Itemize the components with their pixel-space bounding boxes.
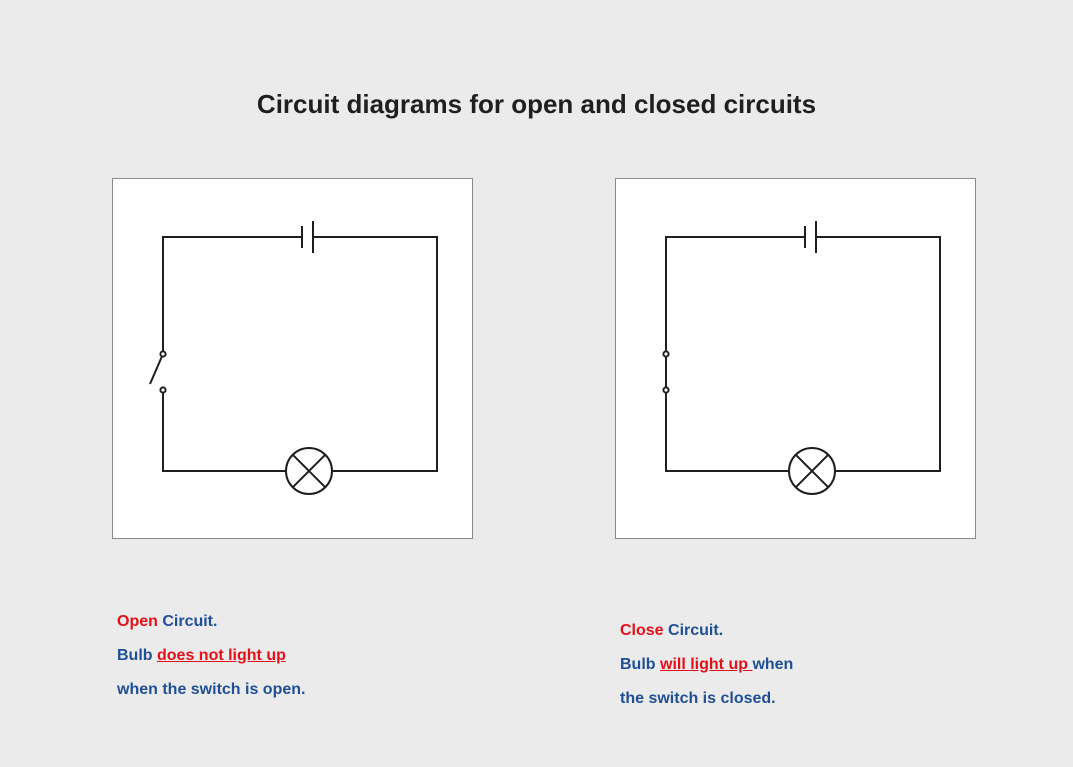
caption-state-word: Open — [117, 613, 158, 630]
wire-top-left — [162, 236, 302, 354]
wire-top-left — [665, 236, 805, 354]
caption-line-2: Bulb will light up when — [620, 656, 793, 690]
bulb-symbol — [788, 447, 836, 495]
caption-line-3: the switch is closed. — [620, 690, 776, 707]
closed-circuit-diagram-panel — [615, 178, 976, 539]
page-title: Circuit diagrams for open and closed cir… — [256, 89, 817, 119]
caption-line-1: Close Circuit. — [620, 622, 793, 656]
caption-bulb-word: Bulb — [620, 656, 660, 673]
open-circuit-caption: Open Circuit. Bulb does not light up whe… — [117, 613, 305, 715]
bulb-symbol — [285, 447, 333, 495]
caption-line-3: when the switch is open. — [117, 681, 306, 698]
caption-line-1: Open Circuit. — [117, 613, 305, 647]
closed-switch-symbol — [662, 350, 670, 394]
caption-circuit-word: Circuit. — [157, 613, 218, 630]
closed-circuit-diagram — [662, 221, 941, 495]
caption-bulb-after: when — [752, 656, 794, 673]
wire-bottom-left — [665, 390, 789, 472]
wire-top-right — [313, 236, 438, 472]
caption-circuit-word: Circuit. — [663, 622, 724, 639]
wire-bottom-left — [162, 390, 286, 472]
open-circuit-diagram — [149, 221, 438, 495]
caption-bulb-status: does not light up — [157, 647, 286, 664]
open-switch-symbol — [149, 350, 167, 394]
caption-state-word: Close — [620, 622, 664, 639]
caption-bulb-status: will light up — [660, 656, 753, 673]
closed-circuit-caption: Close Circuit. Bulb will light up when t… — [620, 622, 793, 724]
caption-bulb-word: Bulb — [117, 647, 157, 664]
caption-line-2: Bulb does not light up — [117, 647, 305, 681]
open-circuit-diagram-panel — [112, 178, 473, 539]
wire-top-right — [816, 236, 941, 472]
